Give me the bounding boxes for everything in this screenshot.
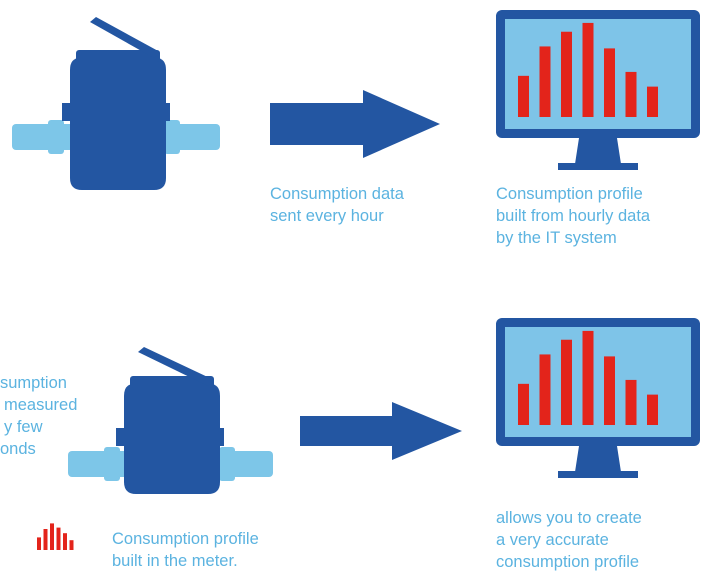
monitor-top	[496, 10, 700, 170]
caption-line: sumption	[0, 374, 67, 392]
legend-bar	[63, 533, 67, 550]
chart-bar	[625, 379, 637, 425]
legend-bar	[56, 527, 61, 550]
meter-body	[124, 384, 220, 494]
arrow-top	[270, 90, 440, 158]
chart-bar	[539, 354, 551, 425]
caption-line: a very accurate	[496, 531, 609, 549]
arrow-top-caption: Consumption data sent every hour	[270, 183, 404, 227]
chart-bar	[604, 356, 615, 425]
chart-bar	[647, 394, 658, 425]
caption-line: sent every hour	[270, 207, 384, 225]
caption-line: built in the meter.	[112, 552, 238, 570]
chart-bar	[561, 339, 572, 425]
meter-lid-flap	[90, 17, 160, 58]
legend-bar	[43, 529, 48, 550]
meter-lid	[130, 376, 214, 388]
legend-bar	[37, 537, 41, 550]
caption-line: measured	[4, 396, 78, 414]
caption-line: built from hourly data	[496, 207, 651, 225]
monitor-bottom	[496, 318, 700, 478]
monitor-screen	[505, 327, 691, 437]
chart-bar	[625, 71, 637, 117]
caption-line: y few	[4, 418, 43, 436]
chart-bar	[518, 75, 529, 117]
meter-lid	[76, 50, 160, 62]
arrow-bottom	[300, 402, 462, 460]
legend-bar	[69, 540, 74, 550]
chart-bar	[518, 383, 529, 425]
meter-profile-legend-icon	[37, 523, 74, 550]
chart-bar	[647, 86, 658, 117]
monitor-top-caption: Consumption profile built from hourly da…	[496, 183, 650, 249]
monitor-base	[558, 471, 638, 478]
caption-line: by the IT system	[496, 229, 617, 247]
caption-line: Consumption profile	[112, 530, 259, 548]
caption-line: onds	[0, 440, 36, 458]
caption-line: Consumption data	[270, 185, 404, 203]
monitor-neck	[575, 446, 621, 472]
monitor-screen	[505, 19, 691, 129]
chart-bar	[539, 46, 551, 117]
legend-caption: Consumption profile built in the meter.	[112, 528, 259, 572]
legend-bar	[50, 523, 54, 550]
monitor-base	[558, 163, 638, 170]
caption-line: consumption profile	[496, 553, 640, 571]
water-meter-bottom	[68, 347, 273, 494]
meter-bottom-caption: sumption measured y few onds	[0, 372, 77, 460]
pipe-flange	[48, 120, 64, 154]
meter-body	[70, 58, 166, 190]
monitor-neck	[575, 138, 621, 164]
water-meter-top	[12, 17, 220, 190]
caption-line: allows you to create	[496, 509, 642, 527]
monitor-bottom-caption: allows you to create a very accurate con…	[496, 507, 642, 573]
chart-bar	[561, 31, 572, 118]
pipe-flange	[219, 447, 235, 481]
chart-bar	[582, 330, 594, 425]
pipe-flange	[104, 447, 120, 481]
chart-bar	[582, 22, 594, 118]
meter-lid-flap	[138, 347, 214, 386]
chart-bar	[604, 48, 615, 117]
pipe-flange	[164, 120, 180, 154]
caption-line: Consumption profile	[496, 185, 643, 203]
